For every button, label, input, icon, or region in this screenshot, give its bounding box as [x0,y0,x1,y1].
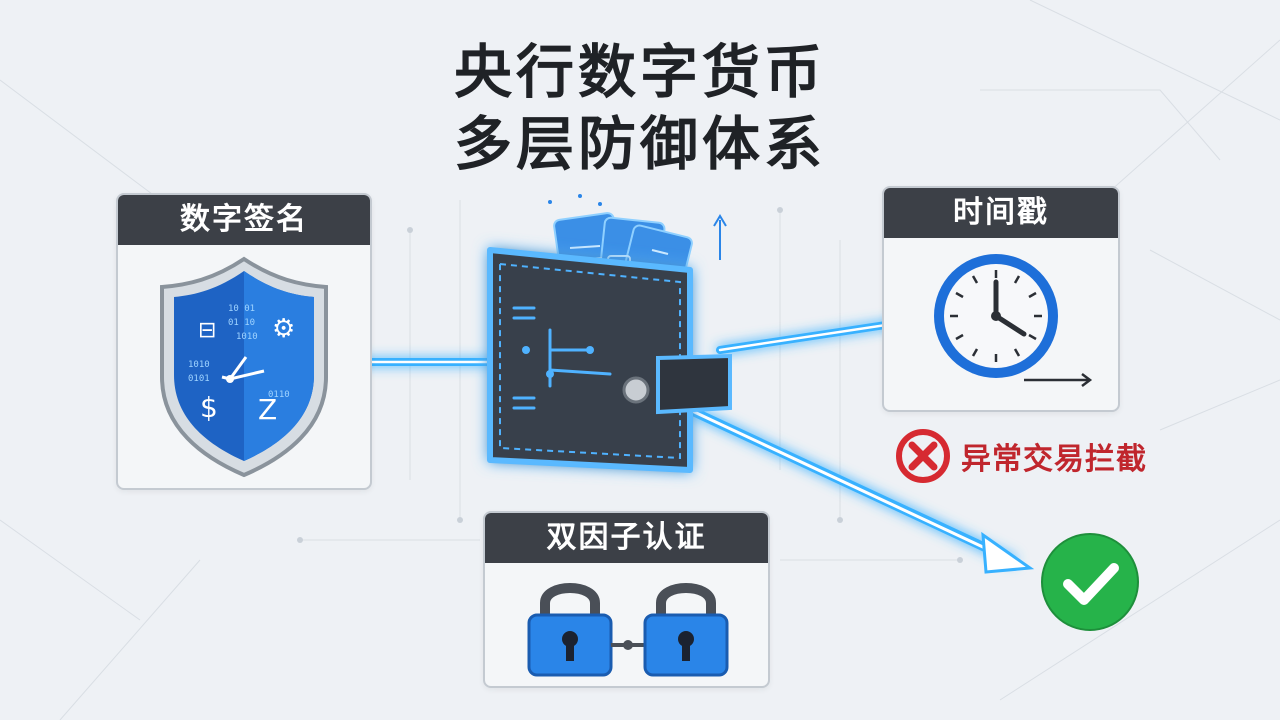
shield-icon: 10 01 01 10 1010 1010 0101 0110 ⊟ ⚙ $ Z [160,256,328,478]
clock-icon [934,254,1093,387]
arrow-approved-head [981,531,1035,574]
svg-text:10 01: 10 01 [228,304,255,314]
digital-signature-card: 数字签名 10 01 01 10 1010 1010 0101 0110 ⊟ ⚙ $ Z [116,193,372,490]
svg-text:1010: 1010 [188,360,210,370]
check-circle-icon [1041,533,1139,631]
x-circle-icon [896,429,950,483]
svg-text:01 10: 01 10 [228,318,255,328]
padlock-left-icon [527,583,613,677]
svg-text:Z: Z [258,393,277,426]
two-factor-card: 双因子认证 [483,511,770,688]
padlock-right-icon [643,583,729,677]
timestamp-label: 时间戳 [884,188,1118,238]
svg-text:1010: 1010 [236,332,258,342]
digital-signature-label: 数字签名 [118,195,370,245]
title-line-1: 央行数字货币 [453,38,826,106]
title-line-2: 多层防御体系 [453,110,826,178]
blocked-transaction-label: 异常交易拦截 [961,442,1147,477]
digital-wallet-icon [487,194,732,473]
svg-text:⚙: ⚙ [272,314,295,344]
page-title: 央行数字货币 多层防御体系 [330,36,950,180]
blocked-transaction: 异常交易拦截 [893,426,1147,486]
padlock-pair-icon [527,583,729,677]
svg-text:0101: 0101 [188,374,210,384]
two-factor-label: 双因子认证 [485,513,768,563]
svg-text:⊟: ⊟ [198,318,216,343]
svg-text:0110: 0110 [268,390,290,400]
svg-text:$: $ [200,391,218,424]
timestamp-card: 时间戳 [882,186,1120,412]
